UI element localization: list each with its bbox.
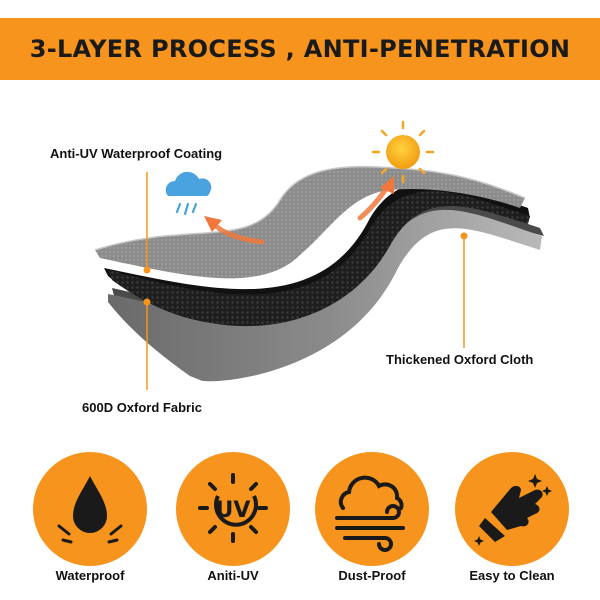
- feature-easy-to-clean: Easy to Clean: [452, 452, 572, 592]
- leader-middle: [460, 232, 468, 348]
- middle-mesh-layer: [104, 182, 530, 327]
- leader-bottom: [143, 298, 151, 390]
- feature-label: Aniti-UV: [207, 568, 259, 583]
- header-banner: 3-LAYER PROCESS , ANTI-PENETRATION: [0, 18, 600, 80]
- feature-circle: UV: [176, 452, 290, 566]
- top-coating-layer: [94, 165, 526, 279]
- hand-wipe-icon: [474, 474, 552, 546]
- reflect-arrow-left: [204, 216, 265, 245]
- feature-label: Waterproof: [55, 568, 125, 583]
- uv-sun-icon: UV: [198, 473, 268, 543]
- feature-circle: [455, 452, 569, 566]
- label-600d-oxford-fabric: 600D Oxford Fabric: [82, 400, 202, 415]
- sun-icon: [371, 120, 435, 184]
- feature-dust-proof: Dust-Proof: [312, 452, 432, 592]
- feature-circle: [315, 452, 429, 566]
- reflect-arrow-right: [357, 176, 394, 221]
- feature-label: Dust-Proof: [338, 568, 406, 583]
- label-thickened-oxford-cloth: Thickened Oxford Cloth: [386, 352, 534, 367]
- leader-top: [143, 172, 151, 274]
- label-anti-uv-coating: Anti-UV Waterproof Coating: [50, 146, 223, 161]
- banner-title: 3-LAYER PROCESS , ANTI-PENETRATION: [29, 35, 571, 63]
- feature-waterproof: Waterproof: [30, 452, 150, 592]
- water-drop-icon: [57, 476, 123, 544]
- rain-cloud-icon: [165, 171, 212, 216]
- feature-circle: [33, 452, 147, 566]
- fabric-layers-illustration: [94, 120, 544, 390]
- feature-anti-uv: UV Aniti-UV: [173, 452, 293, 592]
- dust-wind-icon: [335, 475, 405, 552]
- uv-icon-text: UV: [216, 498, 251, 523]
- feature-label: Easy to Clean: [469, 568, 555, 583]
